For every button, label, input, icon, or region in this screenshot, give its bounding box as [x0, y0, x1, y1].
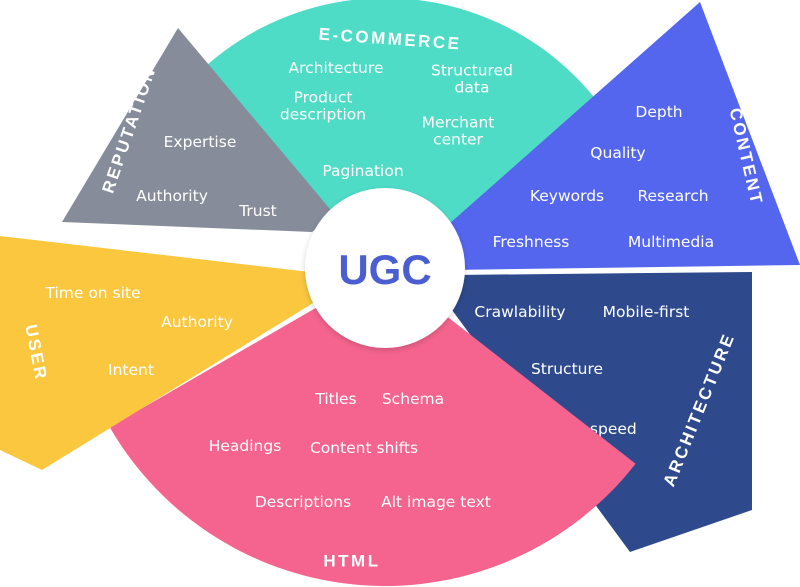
segment-shape-reputation — [62, 28, 335, 232]
segment-item-architecture: Mobile-first — [603, 303, 690, 321]
segment-item-html: Content shifts — [310, 439, 418, 457]
segment-item-content: Freshness — [493, 233, 570, 251]
segment-shape-user — [0, 236, 318, 470]
segment-shape-architecture — [452, 272, 752, 552]
center-circle — [305, 188, 465, 348]
segment-item-content: Keywords — [530, 187, 604, 205]
segment-item-architecture: Structure — [531, 360, 603, 378]
segment-item-content: Multimedia — [628, 233, 714, 251]
segment-item-html: Descriptions — [255, 493, 351, 511]
segment-item-user: Intent — [108, 361, 154, 379]
segment-item-reputation: Trust — [238, 202, 277, 220]
segment-item-html: Titles — [314, 390, 356, 408]
segment-item-html: Headings — [209, 437, 282, 455]
segment-item-reputation: Authority — [136, 187, 208, 205]
segment-title-html: HTML — [323, 551, 380, 570]
segment-item-user: Time on site — [44, 284, 140, 302]
center-hub: UGC — [305, 188, 465, 348]
segment-item-reputation: Expertise — [164, 133, 237, 151]
center-label: UGC — [338, 246, 431, 293]
segment-item-ecommerce: Pagination — [322, 162, 403, 180]
segment-shape-content — [440, 2, 800, 270]
segment-item-html: Alt image text — [381, 493, 491, 511]
segment-item-html: Schema — [382, 390, 444, 408]
segment-item-ecommerce: Architecture — [289, 59, 384, 77]
segment-item-content: Depth — [635, 103, 682, 121]
segment-item-architecture: Crawlability — [474, 303, 565, 321]
segment-item-user: Authority — [161, 313, 233, 331]
segment-item-content: Quality — [590, 144, 645, 162]
segment-item-content: Research — [637, 187, 708, 205]
segment-shape-html — [109, 304, 636, 586]
